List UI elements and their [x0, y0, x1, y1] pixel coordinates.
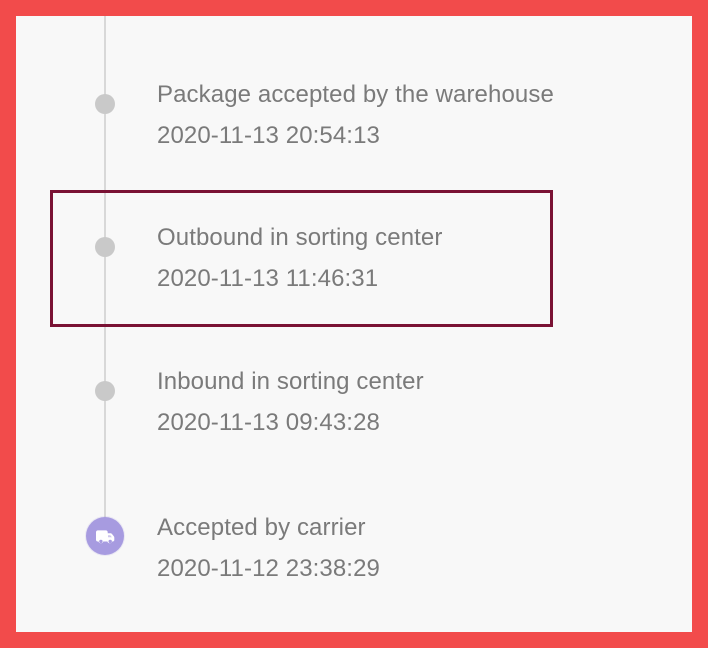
event-title: Package accepted by the warehouse: [157, 81, 554, 108]
event-content: Accepted by carrier 2020-11-12 23:38:29: [157, 513, 380, 584]
event-time: 2020-11-13 20:54:13: [157, 122, 380, 149]
dot-icon: [95, 237, 115, 257]
event-content: Outbound in sorting center 2020-11-13 11…: [157, 223, 442, 294]
event-title: Outbound in sorting center: [157, 224, 443, 251]
dot-icon: [95, 94, 115, 114]
truck-icon: [86, 517, 124, 555]
timeline-vertical-line: [104, 16, 106, 526]
event-content: Inbound in sorting center 2020-11-13 09:…: [157, 367, 424, 438]
event-time: 2020-11-12 23:38:29: [157, 555, 380, 582]
truck-icon: [95, 530, 114, 544]
event-title: Accepted by carrier: [157, 514, 366, 541]
event-time: 2020-11-13 09:43:28: [157, 409, 380, 436]
tracking-timeline: Package accepted by the warehouse 2020-1…: [16, 16, 692, 632]
dot-icon: [95, 381, 115, 401]
event-title: Inbound in sorting center: [157, 368, 424, 395]
event-time: 2020-11-13 11:46:31: [157, 265, 379, 292]
event-content: Package accepted by the warehouse 2020-1…: [157, 80, 554, 151]
